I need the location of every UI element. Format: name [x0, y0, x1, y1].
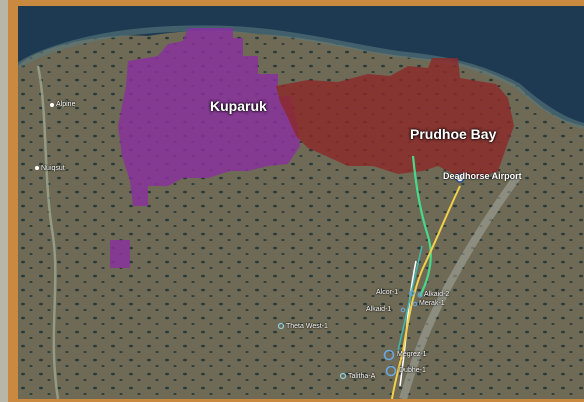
alpine-label: Alpine	[56, 101, 76, 108]
well-merak-marker[interactable]	[412, 301, 418, 307]
prudhoe-field-area	[276, 58, 514, 178]
satellite-map[interactable]: Kuparuk Prudhoe Bay Alpine Nuiqsut Deadh…	[18, 6, 584, 399]
well-alcor-marker[interactable]	[409, 290, 415, 296]
beaufort-sea	[18, 6, 584, 126]
nuiqsut-dot	[35, 166, 39, 170]
well-megrez-label: Megrez-1	[397, 351, 427, 358]
pipeline-teal	[397, 245, 423, 352]
well-theta-marker[interactable]	[277, 322, 285, 330]
well-alkaid2-label: Alkaid-2	[424, 291, 450, 298]
well-alkaid1-label: Alkaid-1	[366, 306, 392, 313]
kuparuk-outlier-area	[110, 240, 130, 268]
well-megrez-marker[interactable]	[383, 349, 395, 361]
well-merak-label: Merak-1	[419, 300, 445, 307]
map-canvas	[18, 6, 584, 399]
kuparuk-field-area	[118, 28, 300, 206]
nuiqsut-label: Nuiqsut	[41, 165, 65, 172]
kuparuk-label: Kuparuk	[210, 98, 267, 114]
well-alcor-label: Alcor-1	[376, 289, 399, 296]
alpine-dot	[50, 103, 54, 107]
dalton-highway	[391, 185, 461, 399]
pipeline-green	[411, 155, 432, 297]
well-dubhe-label: Dubhe-1	[399, 367, 426, 374]
well-dubhe-marker[interactable]	[385, 365, 397, 377]
well-alkaid2-marker[interactable]	[417, 292, 423, 298]
well-talitha-marker[interactable]	[339, 372, 347, 380]
colville-river	[36, 65, 60, 399]
coast-shallows	[18, 25, 584, 129]
well-talitha-label: Talitha-A	[348, 373, 376, 380]
deadhorse-airport-marker[interactable]	[455, 173, 465, 183]
prudhoe-bay-label: Prudhoe Bay	[410, 126, 497, 142]
well-alkaid1-marker[interactable]	[400, 307, 406, 313]
deadhorse-airport-label: Deadhorse Airport	[443, 171, 522, 181]
sag-river	[399, 173, 522, 399]
well-theta-label: Theta West-1	[286, 323, 328, 330]
